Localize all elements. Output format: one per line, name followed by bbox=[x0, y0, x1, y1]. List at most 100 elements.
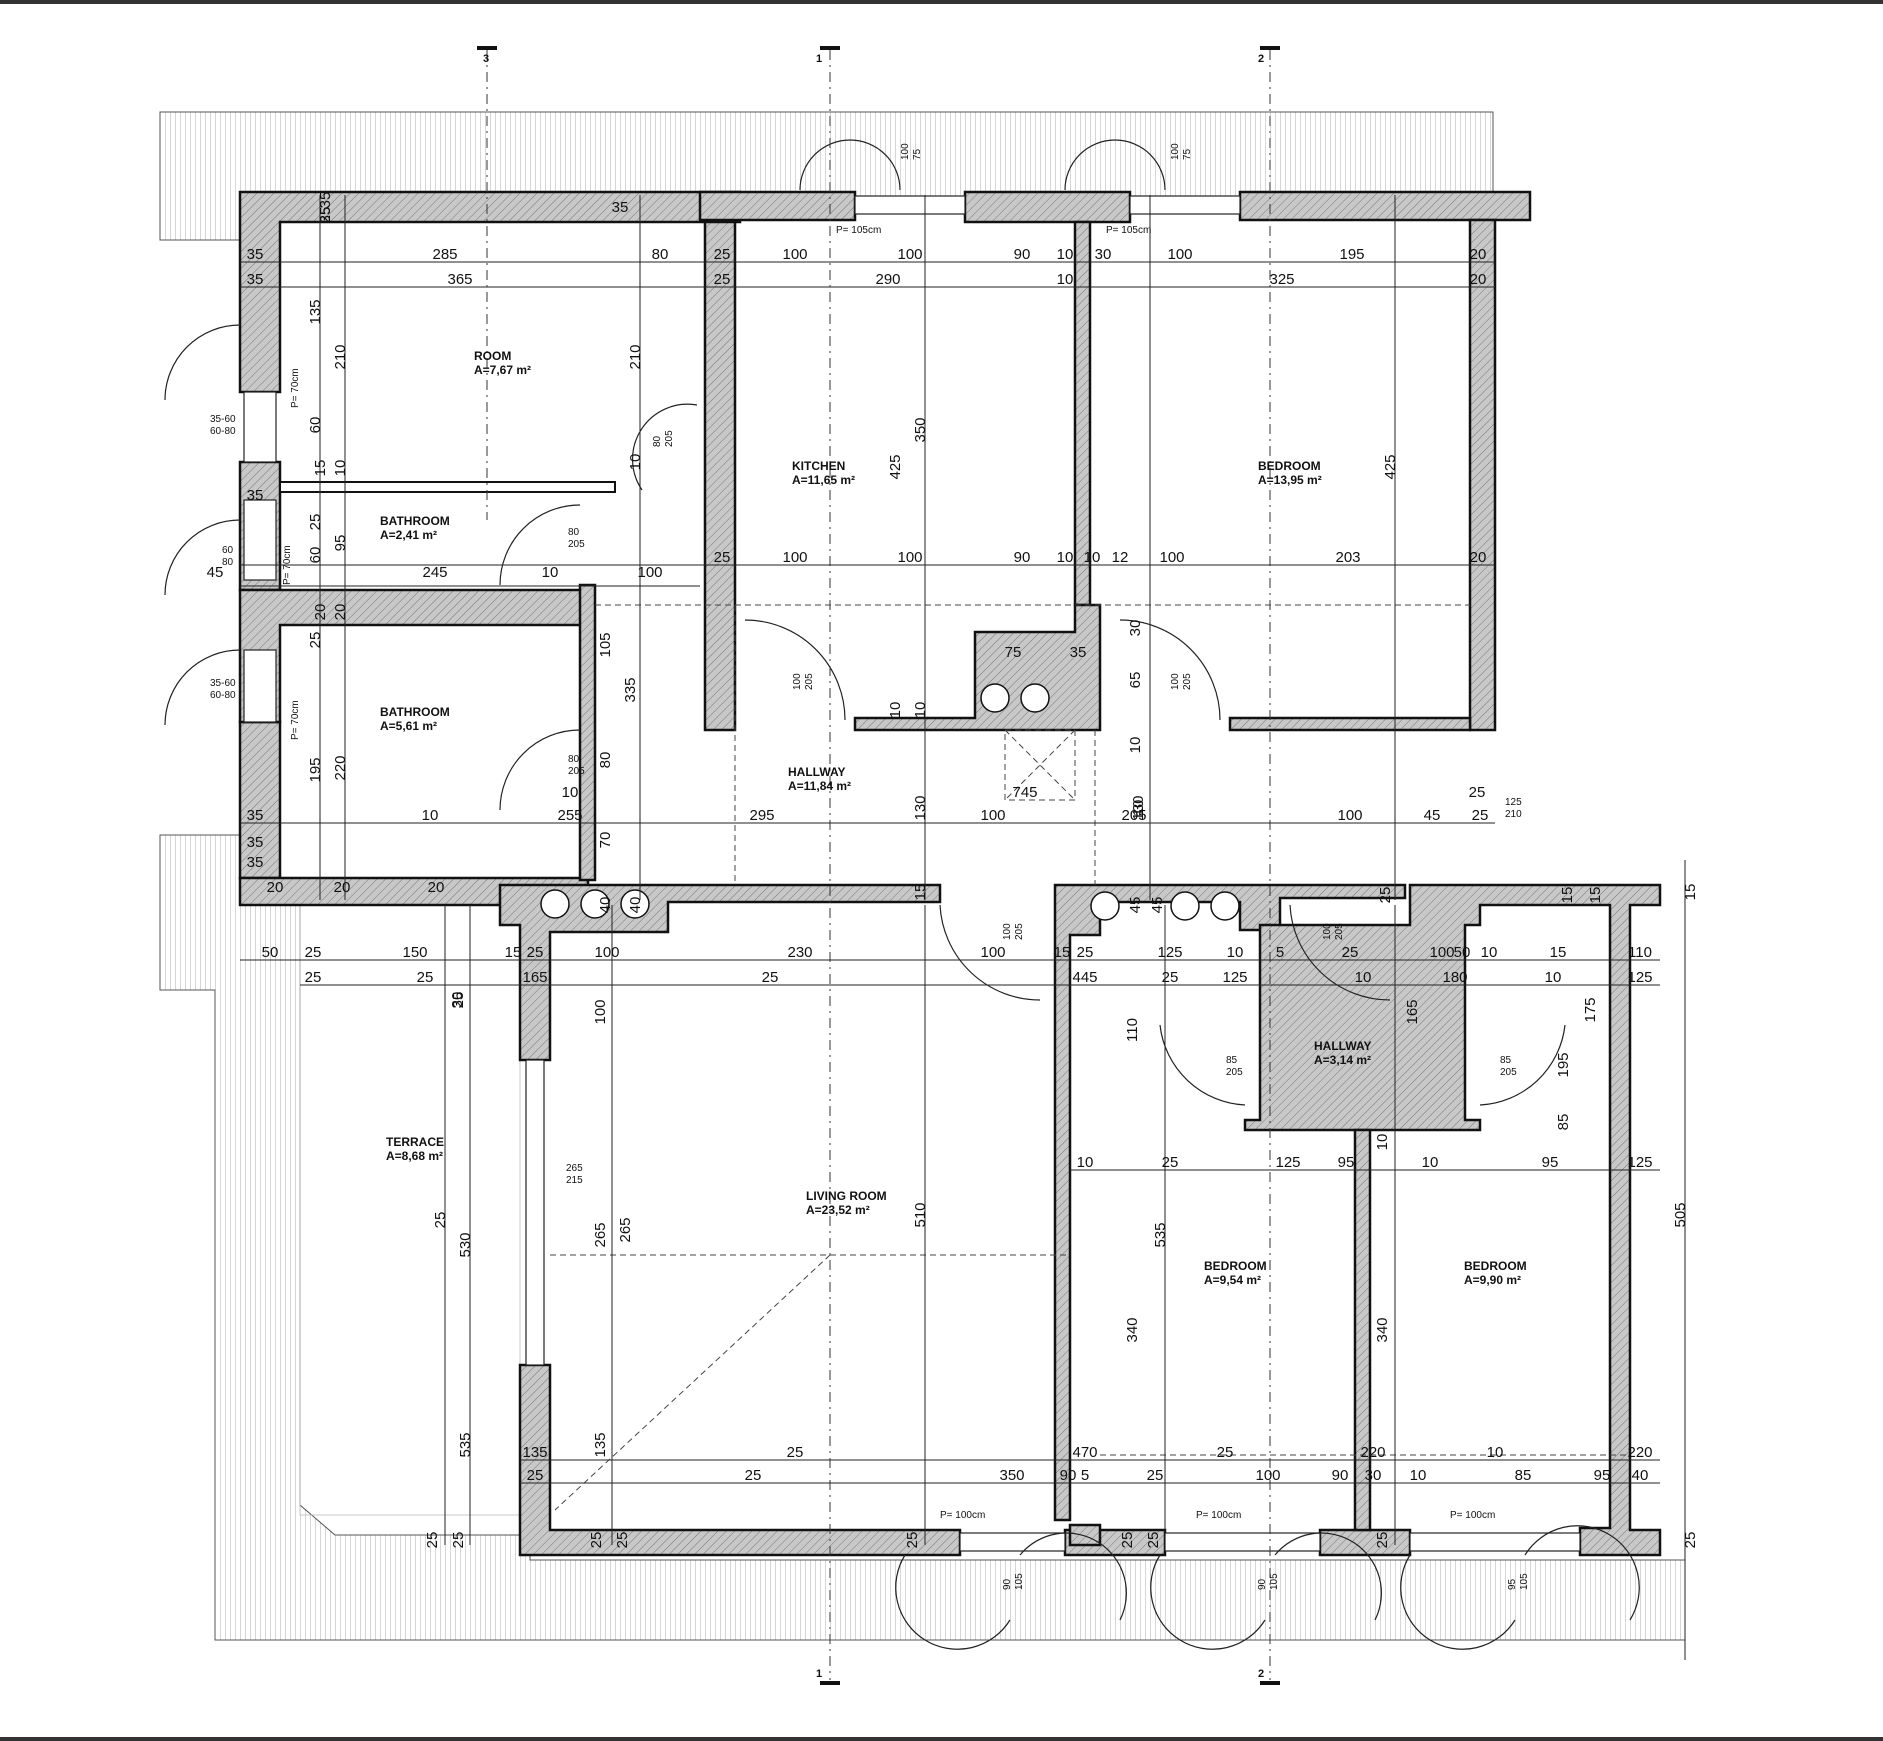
dimension-value: 10 bbox=[1410, 1467, 1427, 1484]
dimension-value: 195 bbox=[1555, 1052, 1572, 1077]
dimension-value: 25 bbox=[614, 1532, 631, 1549]
dimension-value: 95 bbox=[1594, 1467, 1611, 1484]
dimension-value: 165 bbox=[1404, 999, 1421, 1024]
door-spec: 100 bbox=[900, 143, 911, 160]
dimension-value: 125 bbox=[1157, 944, 1182, 961]
room-area-hallway-small: A=3,14 m² bbox=[1314, 1053, 1371, 1067]
dimension-value: 10 bbox=[542, 564, 559, 581]
room-name-bathroom-small: BATHROOM bbox=[380, 514, 450, 528]
room-area-bedroom-ne: A=13,95 m² bbox=[1258, 473, 1322, 487]
dimension-lines bbox=[240, 195, 1686, 1660]
dimension-value: 85 bbox=[1555, 1114, 1572, 1131]
door-spec: 60 bbox=[222, 545, 234, 556]
dimension-value: 175 bbox=[1582, 997, 1599, 1022]
dimension-value: 425 bbox=[887, 454, 904, 479]
dimension-value: 10 bbox=[1130, 800, 1147, 817]
dimension-value: 80 bbox=[652, 246, 669, 263]
door-spec: 80 bbox=[652, 435, 663, 447]
dimension-value: 25 bbox=[527, 1467, 544, 1484]
terrace-paving bbox=[299, 904, 521, 1516]
dimension-value: 350 bbox=[999, 1467, 1024, 1484]
dimension-value: 245 bbox=[422, 564, 447, 581]
door-spec: 60-80 bbox=[210, 426, 236, 437]
dimension-value: 535 bbox=[457, 1432, 474, 1457]
axis-label-bottom-1: 1 bbox=[816, 1668, 822, 1680]
dimension-value: 40 bbox=[627, 897, 644, 914]
dimension-value: 535 bbox=[1152, 1222, 1169, 1247]
doors bbox=[164, 139, 1640, 1650]
dimension-value: 15 bbox=[312, 460, 329, 477]
dimension-value: 20 bbox=[334, 879, 351, 896]
dimension-value: 325 bbox=[1269, 271, 1294, 288]
walls bbox=[238, 190, 1662, 1557]
dimension-value: 60 bbox=[307, 417, 324, 434]
door-spec: 205 bbox=[568, 539, 585, 550]
dimension-value: 335 bbox=[622, 677, 639, 702]
room-area-bedroom-sw: A=9,54 m² bbox=[1204, 1273, 1261, 1287]
dimension-value: 100 bbox=[782, 246, 807, 263]
dimension-value: 10 bbox=[1481, 944, 1498, 961]
dimension-value: 35 bbox=[247, 487, 264, 504]
room-area-bedroom-se: A=9,90 m² bbox=[1464, 1273, 1521, 1287]
dimension-value: 110 bbox=[1124, 1018, 1141, 1042]
dimension-value: 5 bbox=[1081, 1467, 1089, 1484]
dimension-value: 745 bbox=[1012, 784, 1037, 801]
dimension-value: 25 bbox=[450, 992, 467, 1009]
dimension-value: 25 bbox=[588, 1532, 605, 1549]
dimension-value: 210 bbox=[627, 344, 644, 369]
dimension-value: 25 bbox=[1217, 1444, 1234, 1461]
dimension-value: 10 bbox=[562, 784, 579, 801]
door-spec: 105 bbox=[1014, 1573, 1025, 1590]
dimension-value: 90 bbox=[1060, 1467, 1077, 1484]
room-area-kitchen: A=11,65 m² bbox=[792, 473, 855, 487]
dimension-value: 135 bbox=[522, 1444, 547, 1461]
dimension-value: 35 bbox=[247, 271, 264, 288]
dimension-value: 20 bbox=[428, 879, 445, 896]
dimension-value: 75 bbox=[1005, 644, 1022, 661]
dimension-value: 45 bbox=[1149, 897, 1166, 914]
dimension-value: 10 bbox=[1487, 1444, 1504, 1461]
dimension-value: 10 bbox=[1227, 944, 1244, 961]
dimension-value: 20 bbox=[267, 879, 284, 896]
dimension-value: 25 bbox=[787, 1444, 804, 1461]
dimension-value: 50 bbox=[262, 944, 279, 961]
door-spec: 205 bbox=[1014, 923, 1025, 940]
dimension-value: 100 bbox=[980, 944, 1005, 961]
dimension-value: 25 bbox=[1162, 1154, 1179, 1171]
dimension-value: 195 bbox=[1339, 246, 1364, 263]
dimension-value: 100 bbox=[1159, 549, 1184, 566]
door-spec: 35-60 bbox=[210, 678, 236, 689]
door-spec: 100 bbox=[792, 673, 803, 690]
dimension-value: 5 bbox=[1276, 944, 1284, 961]
door-spec: 205 bbox=[1182, 673, 1193, 690]
door-spec: 100 bbox=[1322, 923, 1333, 940]
dimension-value: 130 bbox=[912, 795, 929, 820]
dimension-value: 25 bbox=[714, 549, 731, 566]
axis-label-top-3: 3 bbox=[483, 53, 489, 65]
dimension-value: 100 bbox=[1167, 246, 1192, 263]
room-name-terrace: TERRACE bbox=[386, 1135, 444, 1149]
dimension-value: 25 bbox=[527, 944, 544, 961]
dimension-value: 365 bbox=[447, 271, 472, 288]
dimension-value: 220 bbox=[1360, 1444, 1385, 1461]
dimension-value: 220 bbox=[332, 755, 349, 780]
chimneys bbox=[540, 683, 1240, 921]
door-spec: 105 bbox=[1269, 1573, 1280, 1590]
room-area-terrace: A=8,68 m² bbox=[386, 1149, 443, 1163]
dimension-value: 25 bbox=[307, 632, 324, 649]
window-note: P= 105cm bbox=[1106, 225, 1151, 236]
dimension-value: 10 bbox=[1545, 969, 1562, 986]
door-spec: 205 bbox=[804, 673, 815, 690]
door-spec: 95 bbox=[1507, 1578, 1518, 1590]
dimension-value: 510 bbox=[912, 1202, 929, 1227]
dimension-value: 25 bbox=[1472, 807, 1489, 824]
dimension-value: 10 bbox=[912, 702, 929, 719]
dimension-value: 25 bbox=[1374, 1532, 1391, 1549]
dimension-value: 10 bbox=[1127, 737, 1144, 754]
dimension-value: 530 bbox=[457, 1232, 474, 1257]
dimension-value: 45 bbox=[1424, 807, 1441, 824]
dimension-value: 100 bbox=[1255, 1467, 1280, 1484]
room-area-room: A=7,67 m² bbox=[474, 363, 531, 377]
dimension-value: 165 bbox=[522, 969, 547, 986]
room-name-bedroom-ne: BEDROOM bbox=[1258, 459, 1321, 473]
